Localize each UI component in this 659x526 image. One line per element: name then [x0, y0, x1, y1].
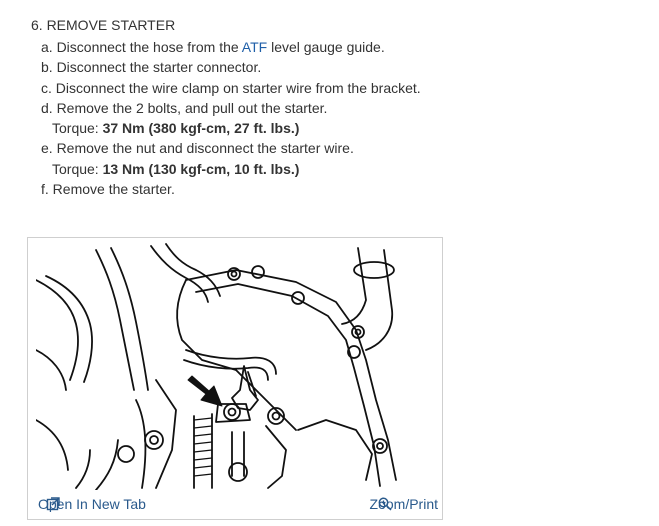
step-a: a. Disconnect the hose from the ATF leve…	[41, 37, 421, 57]
step-d-torque: Torque: 37 Nm (380 kgf-cm, 27 ft. lbs.)	[41, 118, 421, 138]
torque-label: Torque:	[52, 160, 103, 177]
step-c: c. Disconnect the wire clamp on starter …	[41, 79, 421, 96]
magnifier-plus-icon	[378, 497, 392, 511]
open-new-tab-icon	[46, 497, 60, 511]
torque-value: 37 Nm (380 kgf-cm, 27 ft. lbs.)	[102, 120, 300, 137]
step-e-torque: Torque: 13 Nm (130 kgf-cm, 10 ft. lbs.)	[41, 159, 421, 179]
figure-footer: Open In New Tab Zoom/Print	[28, 491, 442, 519]
open-in-new-tab-label: Open In New Tab	[38, 496, 146, 512]
section-heading: 6. REMOVE STARTER	[31, 17, 176, 33]
procedure-steps: a. Disconnect the hose from the ATF leve…	[41, 37, 421, 199]
starter-diagram-illustration	[36, 243, 397, 490]
step-d: d. Remove the 2 bolts, and pull out the …	[41, 99, 328, 116]
open-in-new-tab-button[interactable]: Open In New Tab	[38, 495, 146, 513]
step-a-suffix: level gauge guide.	[267, 39, 385, 55]
step-a-prefix: a. Disconnect the hose from the	[41, 39, 242, 55]
step-e: e. Remove the nut and disconnect the sta…	[41, 140, 354, 157]
diagram-figure: Open In New Tab Zoom/Print	[27, 237, 443, 520]
zoom-print-button[interactable]: Zoom/Print	[370, 495, 438, 513]
atf-link[interactable]: ATF	[241, 39, 268, 55]
step-b: b. Disconnect the starter connector.	[41, 59, 262, 76]
torque-label: Torque:	[52, 120, 103, 137]
torque-value: 13 Nm (130 kgf-cm, 10 ft. lbs.)	[102, 160, 300, 177]
step-f: f. Remove the starter.	[41, 181, 175, 198]
